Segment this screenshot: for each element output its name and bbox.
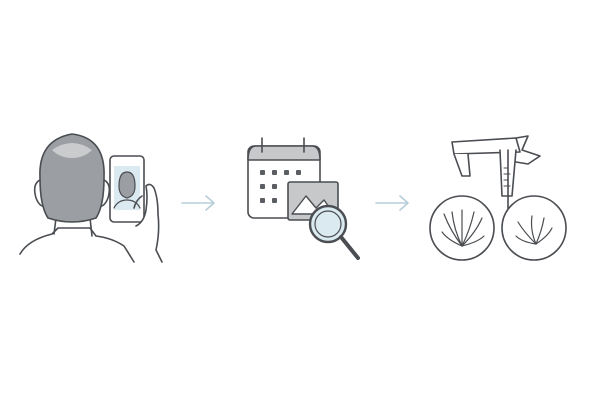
calendar-photo-magnifier-icon [247,137,360,260]
arrow-right-icon [375,195,409,211]
shoulders [19,227,135,263]
hair-crown-highlight [52,143,92,158]
follicle-hairs-left [441,209,485,247]
person-taking-selfie-of-head-icon [19,133,163,263]
phone-screen-shoulders [113,199,141,209]
calendar-dates [260,170,301,203]
magnifier-handle [339,235,360,260]
hair [39,133,105,223]
caliper-measuring-hair-follicles-icon [429,135,567,261]
caliper-upper-tip [515,135,541,165]
magnifier-lens-inner [314,210,342,238]
calendar-header [247,145,321,161]
caliper-fixed-jaw [453,153,471,177]
arrow-right-icon [181,195,215,211]
phone-screen-head [118,171,136,199]
hand [135,183,163,263]
thumb [133,195,143,209]
follicle-circle-right [501,195,567,261]
follicle-hairs-right [515,215,553,245]
